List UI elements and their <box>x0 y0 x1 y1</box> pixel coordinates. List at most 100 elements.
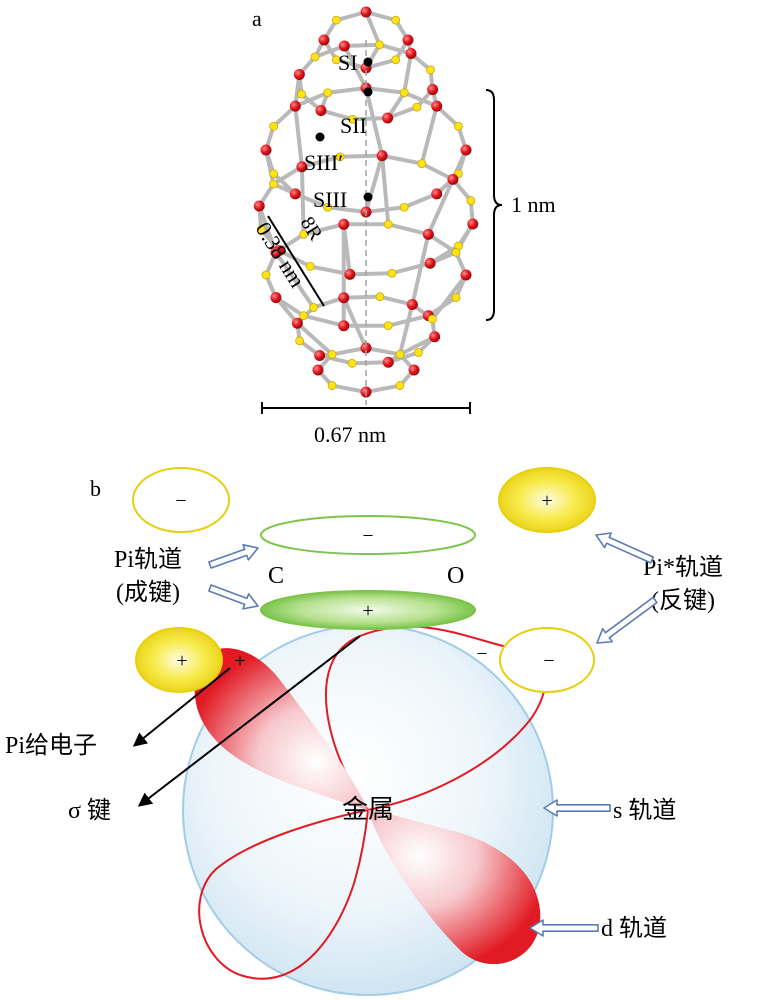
silicon-atom <box>335 152 345 162</box>
cage-bond <box>420 161 454 182</box>
cage-bond <box>427 232 458 255</box>
sign-right-lower: − <box>543 650 554 672</box>
silicon-atom <box>331 15 341 25</box>
oxygen-atom <box>296 161 308 173</box>
silicon-atom <box>399 88 409 98</box>
cage-bond <box>264 149 276 185</box>
oxygen-atom <box>360 342 372 354</box>
oxygen-atom <box>429 331 441 343</box>
sign-left-lower: + <box>176 650 187 672</box>
cage-bond <box>303 222 345 237</box>
width-label: 0.67 nm <box>314 422 386 447</box>
cage-bond <box>352 116 388 122</box>
silicon-atom <box>327 381 337 390</box>
arrow-s-orbital <box>543 799 611 817</box>
cage-bond <box>294 90 329 109</box>
site-siii-label: SIII <box>313 187 347 212</box>
cage-framework-atoms <box>253 6 479 398</box>
cage-bond <box>296 321 334 356</box>
silicon-atom <box>310 52 320 62</box>
oxygen-atom <box>460 269 472 281</box>
silicon-atom <box>375 40 384 50</box>
pi-bonding-label: Pi轨道 <box>114 546 182 573</box>
cage-bond <box>257 205 278 254</box>
d-orbital-label: d 轨道 <box>601 915 667 942</box>
site-siii-prime-label: SIII′ <box>304 150 343 175</box>
d-orbital-lobe-lower-left <box>198 808 370 980</box>
oxygen-atom <box>315 104 327 116</box>
cage-bond <box>293 105 304 167</box>
pi-lobe-lower <box>260 590 476 630</box>
oxygen-atom <box>338 40 350 52</box>
sign-d-upper-right: − <box>476 643 487 665</box>
silicon-atom <box>269 121 279 131</box>
sigma-bond-label: σ 键 <box>68 797 111 824</box>
silicon-atom <box>426 65 435 75</box>
silicon-atom <box>427 314 437 324</box>
silicon-atom <box>348 114 357 124</box>
oxygen-atom <box>382 356 394 368</box>
silicon-atom <box>451 293 461 302</box>
cage-bond <box>303 313 345 328</box>
oxygen-atom <box>270 246 282 258</box>
cage-bond <box>391 261 431 276</box>
oxygen-atom <box>260 144 272 156</box>
cage-bond <box>419 105 439 165</box>
oxygen-atom <box>270 292 282 304</box>
panel-a-label: a <box>252 6 262 31</box>
oxygen-atom <box>376 150 388 162</box>
cage-bond <box>364 11 382 46</box>
cage-bond <box>301 154 341 169</box>
silicon-atom <box>466 196 476 205</box>
oxygen-atom <box>312 364 324 376</box>
silicon-atom <box>453 121 463 131</box>
silicon-atom <box>383 321 393 331</box>
cage-bond <box>344 42 380 48</box>
silicon-atom <box>414 348 423 357</box>
sign-pi-lower: + <box>362 600 373 622</box>
silicon-atom <box>299 311 309 321</box>
oxygen-atom <box>360 6 372 18</box>
silicon-atom <box>323 88 333 98</box>
silicon-atom <box>269 169 279 179</box>
site-sii-dot <box>315 132 325 142</box>
panel-a-zeolite-cage: a SI SII SIII′ SIII 8R 0.38 nm 1 nm 0.67… <box>251 6 556 447</box>
ring-label: 8R <box>296 213 327 245</box>
oxygen-atom <box>289 188 301 200</box>
pi-star-lobe-top-right <box>498 467 596 533</box>
cage-bond <box>403 90 438 109</box>
pi-star-lobe-lower-right <box>499 627 595 693</box>
oxygen-atom <box>424 257 436 269</box>
site-siii-dot <box>363 192 373 202</box>
arrow-pistar-to-top-right <box>595 532 655 564</box>
site-si-label: SI <box>338 50 358 75</box>
cage-bond <box>399 334 436 357</box>
cage-bond <box>343 294 380 300</box>
pi-bonding-sub: (成键) <box>116 579 180 606</box>
silicon-atom <box>256 225 266 234</box>
oxygen-atom <box>314 349 326 361</box>
cage-bond <box>403 191 438 210</box>
oxygen-atom <box>338 218 350 230</box>
sign-top-right: + <box>541 490 552 512</box>
cage-bond <box>274 251 316 309</box>
cage-bond <box>410 233 431 305</box>
cage-bond <box>339 153 383 159</box>
silicon-atom <box>383 219 393 229</box>
oxygen-atom <box>402 34 414 46</box>
silicon-atom <box>299 229 309 239</box>
oxygen-atom <box>382 112 394 124</box>
height-label: 1 nm <box>511 192 556 217</box>
oxygen-atom <box>289 100 301 112</box>
silicon-atom <box>395 350 405 359</box>
site-si-dot-lower <box>363 87 373 97</box>
d-orbital-lobe-lower-right <box>368 810 541 965</box>
silicon-atom <box>399 202 409 212</box>
cage-bond <box>349 271 393 277</box>
cage-bond <box>402 53 413 94</box>
oxygen-atom <box>291 317 303 329</box>
cage-bond <box>426 178 455 236</box>
pi-antibonding-sub: (反键) <box>651 587 715 614</box>
silicon-atom <box>261 270 271 280</box>
